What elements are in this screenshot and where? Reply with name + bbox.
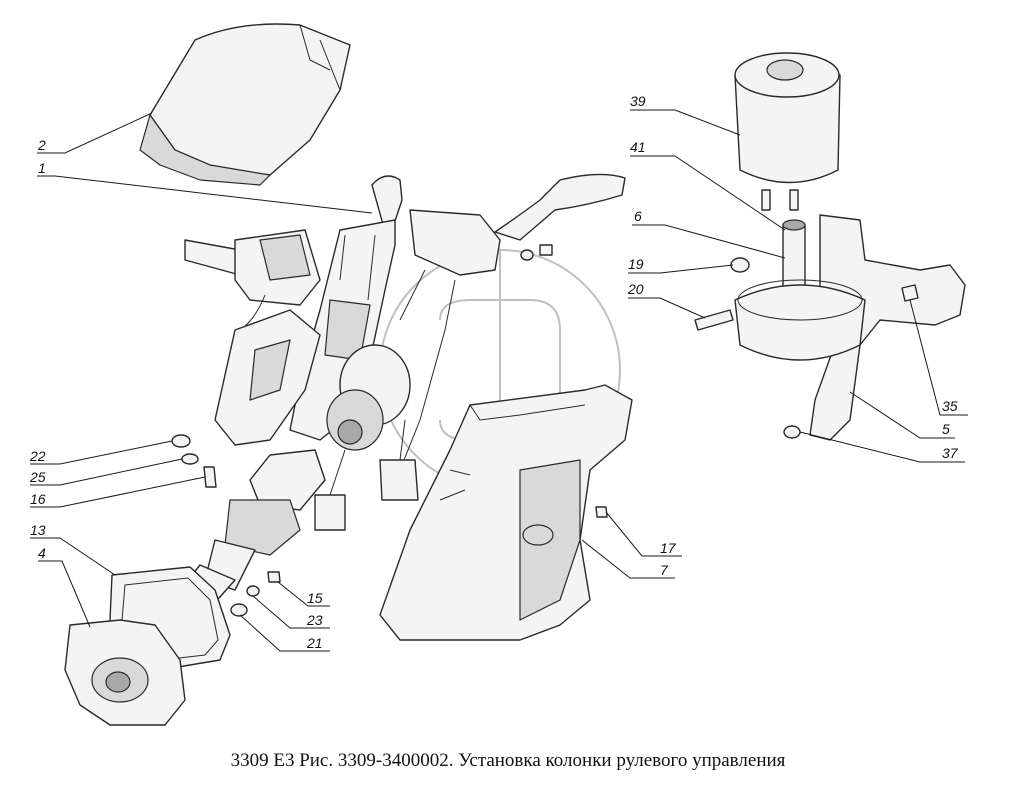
- callout-16: 16: [30, 476, 206, 508]
- svg-text:16: 16: [30, 491, 46, 507]
- wire-connectors: [314, 419, 419, 531]
- callout-5: 5: [849, 391, 955, 439]
- callout-19: 19: [628, 256, 734, 274]
- svg-text:20: 20: [627, 281, 644, 297]
- callout-20: 20: [627, 281, 706, 319]
- callout-39: 39: [630, 93, 741, 136]
- svg-text:25: 25: [29, 469, 46, 485]
- callout-35: 35: [909, 299, 968, 416]
- callout-6: 6: [632, 208, 786, 259]
- svg-text:39: 39: [630, 93, 646, 109]
- lower-shroud: [379, 384, 633, 641]
- combination-switch: [399, 173, 626, 471]
- svg-text:21: 21: [306, 635, 323, 651]
- svg-text:15: 15: [307, 590, 323, 606]
- svg-text:2: 2: [37, 137, 46, 153]
- callout-25: 25: [29, 458, 183, 486]
- callout-23: 23: [252, 595, 330, 629]
- callout-37: 37: [799, 431, 965, 463]
- svg-text:13: 13: [30, 522, 46, 538]
- svg-text:35: 35: [942, 398, 958, 414]
- svg-text:23: 23: [306, 612, 323, 628]
- svg-text:19: 19: [628, 256, 644, 272]
- reservoir-pipe: [782, 219, 806, 296]
- column-bracket: [214, 309, 321, 446]
- callout-15: 15: [277, 581, 330, 607]
- ignition-switch: [184, 229, 321, 331]
- callout-13: 13: [30, 522, 116, 576]
- svg-text:41: 41: [630, 139, 646, 155]
- callout-2: 2: [37, 112, 153, 154]
- bracket-bolts: [694, 257, 919, 439]
- cover-plate-4: [64, 619, 186, 726]
- callout-41: 41: [630, 139, 786, 231]
- figure-caption: 3309 Е3 Рис. 3309-3400002. Установка кол…: [230, 750, 786, 771]
- reservoir-39: [734, 52, 841, 211]
- svg-text:6: 6: [634, 208, 642, 224]
- svg-text:5: 5: [942, 421, 950, 437]
- callout-1: 1: [37, 160, 373, 214]
- callout-22: 22: [29, 440, 173, 465]
- reservoir-bracket: [734, 214, 966, 441]
- svg-text:37: 37: [942, 445, 959, 461]
- fasteners: [171, 244, 608, 617]
- steering-column: [289, 175, 403, 441]
- svg-text:17: 17: [660, 540, 677, 556]
- callout-4: 4: [38, 545, 91, 628]
- callout-17: 17: [605, 511, 682, 557]
- gear-housing: [326, 344, 411, 451]
- svg-text:4: 4: [38, 545, 46, 561]
- svg-text:1: 1: [38, 160, 46, 176]
- upper-shroud: [139, 23, 351, 186]
- callout-21: 21: [239, 614, 330, 652]
- svg-text:22: 22: [29, 448, 46, 464]
- callout-7: 7: [581, 539, 675, 579]
- svg-text:7: 7: [660, 562, 669, 578]
